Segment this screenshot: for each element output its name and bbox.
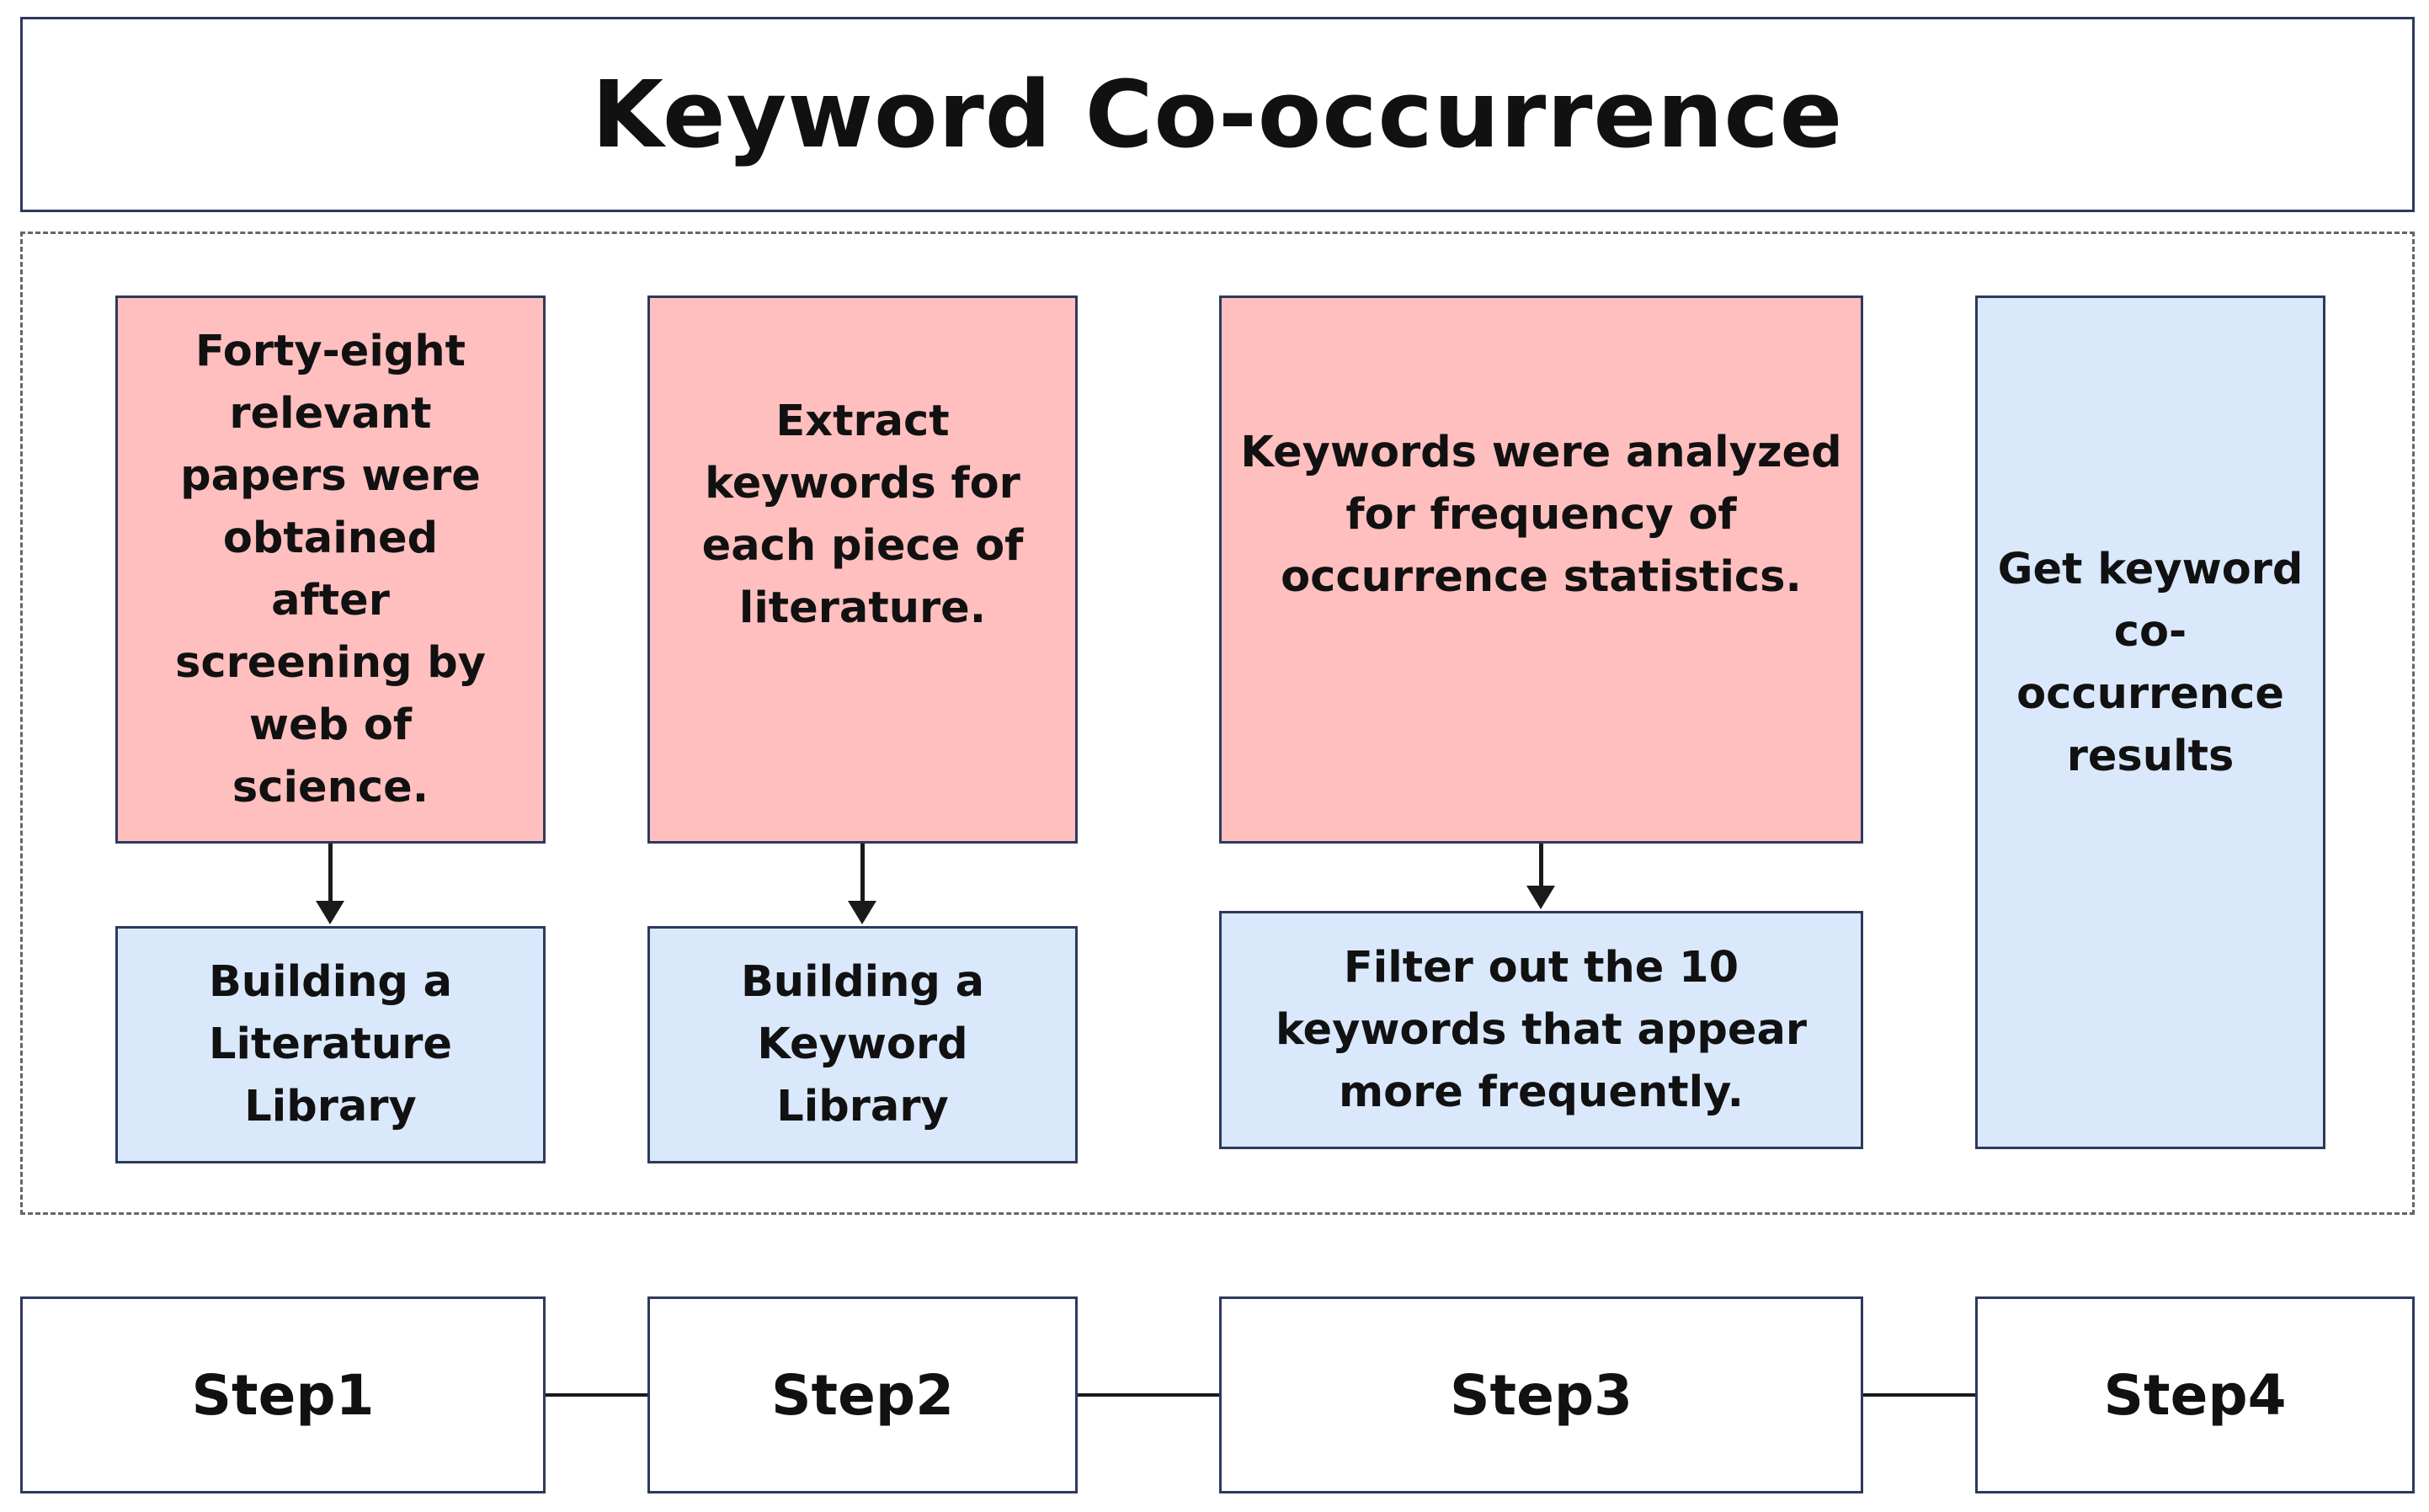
process-box-1: Forty-eight relevant papers were obtaine… xyxy=(115,295,546,844)
process-group-container xyxy=(20,232,2415,1215)
step-connector-2 xyxy=(1078,1393,1219,1397)
step-label-2: Step2 xyxy=(770,1362,954,1428)
step-connector-3 xyxy=(1863,1393,1975,1397)
process-text-1: Forty-eight relevant papers were obtaine… xyxy=(174,326,487,812)
result-text-1: Building a Literature Library xyxy=(208,957,453,1131)
result-text-3: Filter out the 10 keywords that appear m… xyxy=(1275,942,1808,1117)
arrow-1-shaft xyxy=(328,844,333,902)
final-result-text: Get keyword co-occurrence results xyxy=(1997,545,2304,781)
arrow-2-shaft xyxy=(860,844,865,902)
result-box-2: Building a Keyword Library xyxy=(647,926,1078,1163)
process-text-2: Extract keywords for each piece of liter… xyxy=(701,396,1024,633)
step-label-4: Step4 xyxy=(2103,1362,2287,1428)
arrow-1-head xyxy=(316,901,344,924)
result-box-3: Filter out the 10 keywords that appear m… xyxy=(1219,911,1863,1149)
step-connector-1 xyxy=(546,1393,647,1397)
process-text-3: Keywords were analyzed for frequency of … xyxy=(1240,427,1842,602)
diagram-title: Keyword Co-occurrence xyxy=(591,61,1844,168)
step-label-3: Step3 xyxy=(1449,1362,1633,1428)
arrow-3-head xyxy=(1526,886,1555,909)
final-result-box: Get keyword co-occurrence results xyxy=(1975,295,2325,1149)
step-box-2: Step2 xyxy=(647,1296,1078,1493)
step-label-1: Step1 xyxy=(191,1362,375,1428)
step-box-3: Step3 xyxy=(1219,1296,1863,1493)
step-box-1: Step1 xyxy=(20,1296,546,1493)
diagram-title-box: Keyword Co-occurrence xyxy=(20,17,2415,212)
process-box-2: Extract keywords for each piece of liter… xyxy=(647,295,1078,844)
arrow-2-head xyxy=(848,901,876,924)
process-box-3: Keywords were analyzed for frequency of … xyxy=(1219,295,1863,844)
result-box-1: Building a Literature Library xyxy=(115,926,546,1163)
result-text-2: Building a Keyword Library xyxy=(740,957,985,1131)
arrow-3-shaft xyxy=(1539,844,1543,887)
step-box-4: Step4 xyxy=(1975,1296,2415,1493)
